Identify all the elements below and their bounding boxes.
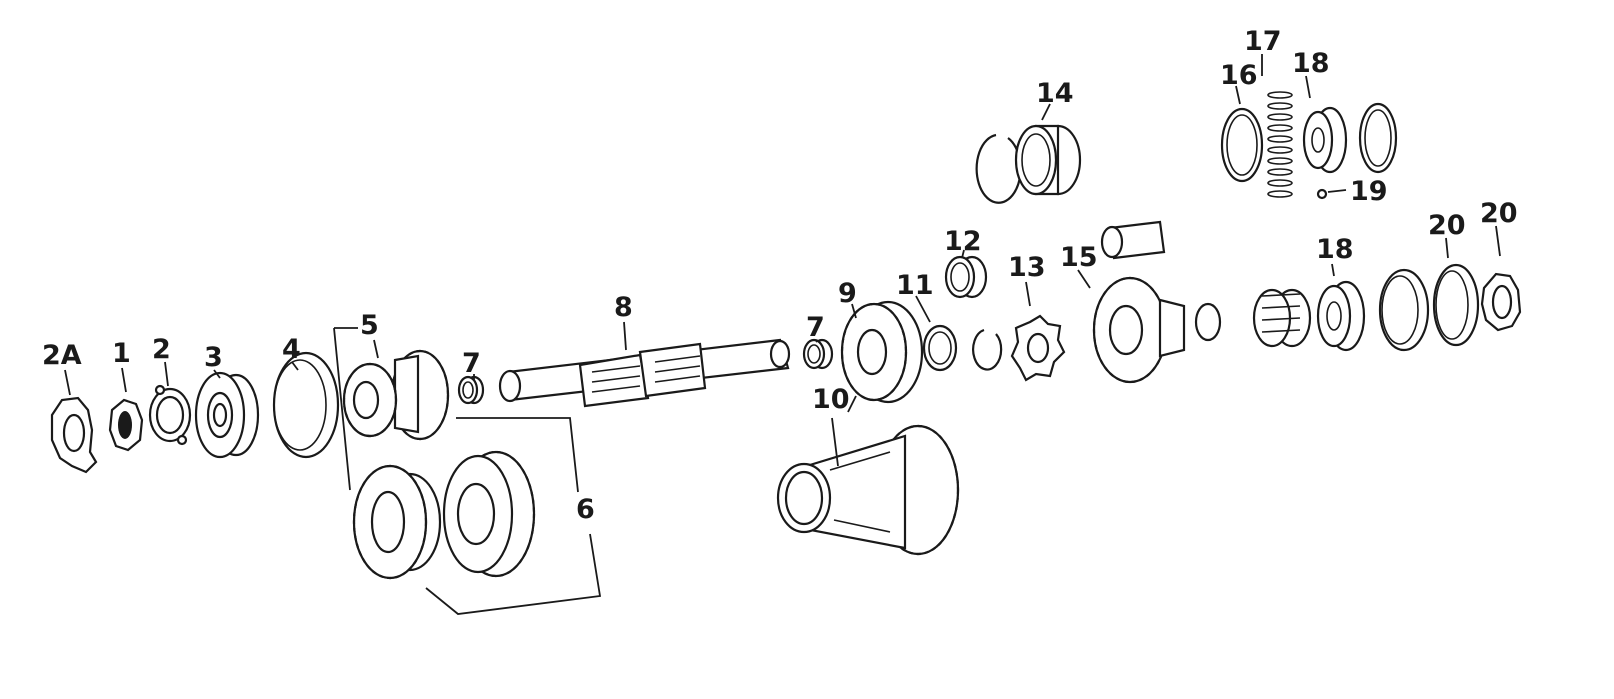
callout-8: 8 [614,292,633,323]
part-9-gear [840,300,924,404]
callout-7-left: 7 [462,348,481,379]
part-18-top-collar [1302,106,1348,174]
part-8-main-shaft [498,338,791,408]
roller-bearing [1252,288,1312,348]
callout-17: 17 [1244,26,1282,57]
part-14-bearing [975,124,1082,204]
callout-13: 13 [1008,252,1046,283]
part-2a-lock-plate [50,396,98,474]
part-5-gear-cluster [342,349,450,441]
part-16-washer [1220,107,1264,183]
callout-5: 5 [360,310,379,341]
leader-lines [64,54,1501,467]
callout-18-lower: 18 [1316,234,1354,265]
callout-7-right: 7 [806,312,825,343]
part-13-thrust-washer [1010,314,1066,382]
callout-6: 6 [576,494,595,525]
part-4-race [272,351,340,459]
part-12-bushing [944,255,988,299]
callout-12: 12 [944,226,982,257]
part-6-gear-pair [352,450,536,580]
part-20-race-left [1378,268,1430,352]
retaining-ring [972,328,1003,371]
part-19-ball [1316,188,1328,200]
callout-2a: 2A [42,340,82,371]
callout-labels: 2A 1 2 3 4 5 6 7 8 7 9 10 11 12 13 14 15… [42,26,1518,525]
part-2-lock-washer [148,384,192,446]
callout-18-top: 18 [1292,48,1330,79]
callout-20-left: 20 [1428,210,1466,241]
callout-1: 1 [112,338,131,369]
part-17-spring [1267,91,1293,198]
callout-2: 2 [152,334,171,365]
part-15-countershaft-gear [1092,220,1222,384]
part-11-snap-ring [922,324,958,372]
part-18-lower-collar [1316,280,1366,352]
part-3-bearing [194,371,260,459]
callout-3: 3 [204,342,223,373]
callout-14: 14 [1036,78,1074,109]
ring-right-of-18 [1358,102,1398,174]
part-7-bushing-right [802,338,834,370]
part-20-lock-plate [1480,272,1522,332]
part-10-main-drive-gear [776,424,960,556]
callout-19: 19 [1350,176,1388,207]
callout-11: 11 [896,270,934,301]
callout-9: 9 [838,278,857,309]
bracket-lines [333,327,602,615]
callout-16: 16 [1220,60,1258,91]
part-1-nut [108,398,144,452]
part-20-race-right [1432,263,1480,347]
callout-15: 15 [1060,242,1098,273]
callout-10: 10 [812,384,850,415]
callout-4: 4 [282,334,301,365]
callout-20-right: 20 [1480,198,1518,229]
part-7-bushing-left [457,375,485,405]
